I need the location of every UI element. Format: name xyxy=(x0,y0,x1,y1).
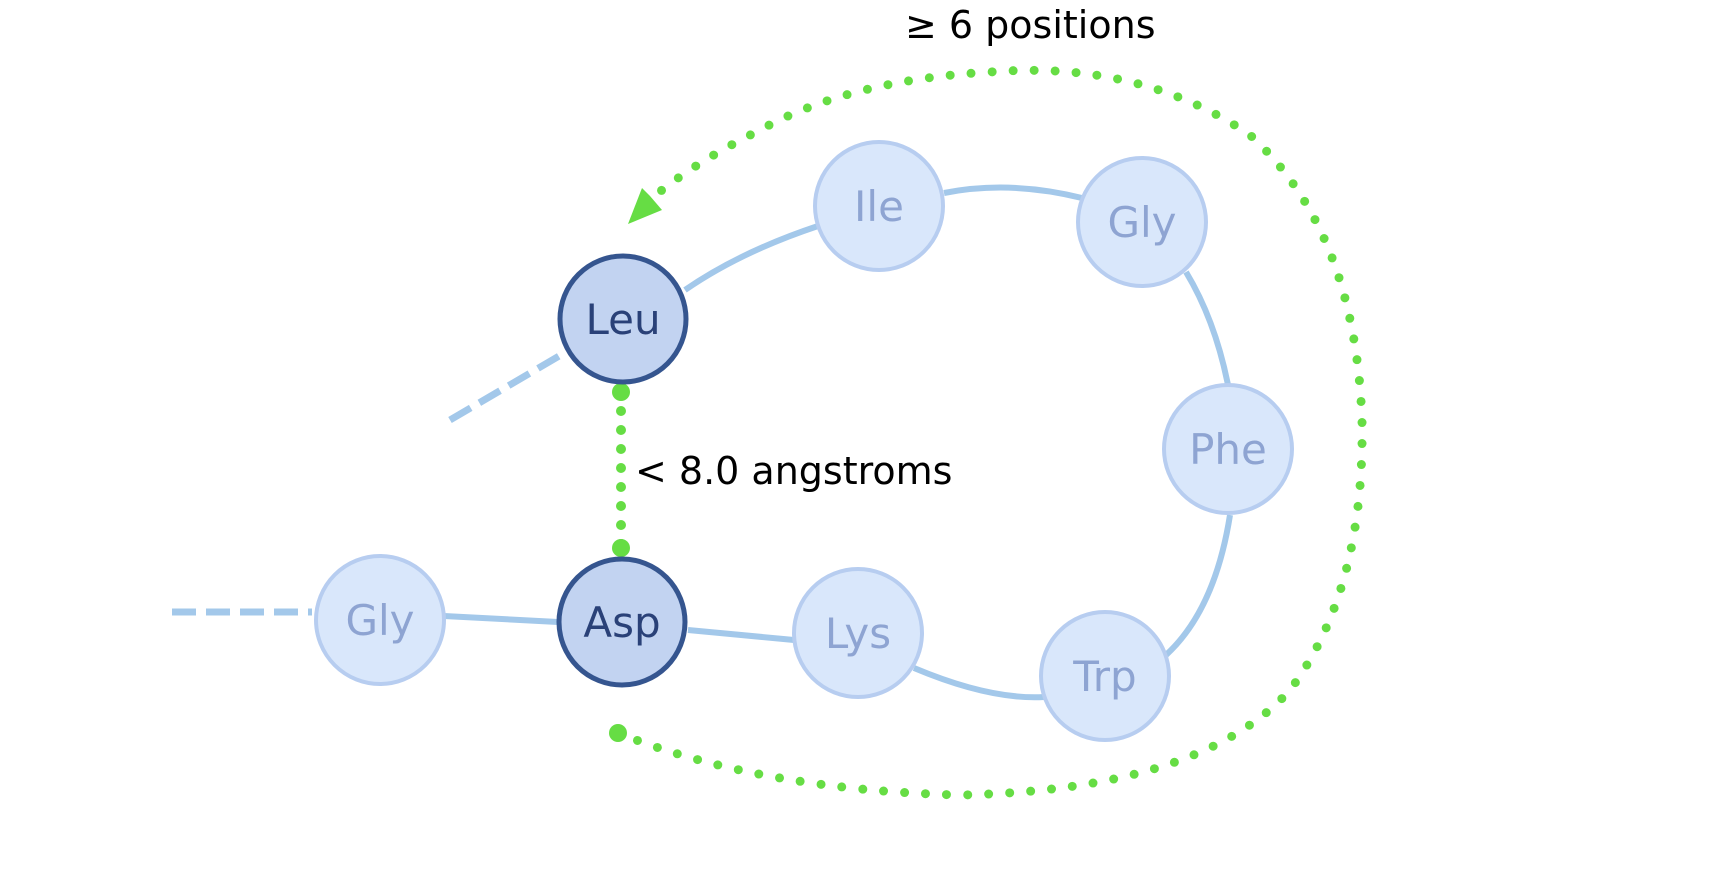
backbone xyxy=(443,184,1233,701)
residue-asp: Asp xyxy=(556,556,688,688)
sequence-separation-arc xyxy=(609,65,1367,800)
residue-label: Phe xyxy=(1189,425,1267,474)
residue-lys: Lys xyxy=(792,567,924,699)
bond-gly2-ile xyxy=(943,184,1083,201)
chain-continuation-leu xyxy=(448,348,568,424)
residue-gly-2: Gly xyxy=(1076,156,1208,288)
contact-endpoint-asp xyxy=(612,539,630,557)
residue-phe: Phe xyxy=(1162,383,1294,515)
residue-gly-1: Gly xyxy=(314,554,446,686)
residue-label: Lys xyxy=(825,609,891,658)
bond-asp-lys xyxy=(687,627,795,643)
distance-contact xyxy=(612,383,630,557)
sequence-separation-annotation: ≥ 6 positions xyxy=(905,3,1156,47)
distance-annotation: < 8.0 angstroms xyxy=(635,449,952,493)
arrowhead-icon xyxy=(628,188,662,224)
bond-phe-gly2 xyxy=(1183,270,1231,386)
bond-trp-phe xyxy=(1163,514,1233,658)
separation-dotted-arc xyxy=(613,65,1367,800)
residue-trp: Trp xyxy=(1039,610,1171,742)
bond-ile-leu xyxy=(683,223,819,293)
bond-gly1-asp xyxy=(443,613,559,625)
residue-label: Gly xyxy=(345,596,414,645)
residue-label: Ile xyxy=(854,182,904,231)
contact-endpoint-leu xyxy=(612,383,630,401)
residue-label: Trp xyxy=(1072,652,1136,701)
residue-leu: Leu xyxy=(557,253,689,385)
residue-label: Gly xyxy=(1107,198,1176,247)
residue-label: Asp xyxy=(583,598,660,647)
bond-lys-trp xyxy=(912,665,1045,701)
arc-start-point xyxy=(609,724,627,742)
residue-ile: Ile xyxy=(813,140,945,272)
residue-label: Leu xyxy=(585,295,660,344)
